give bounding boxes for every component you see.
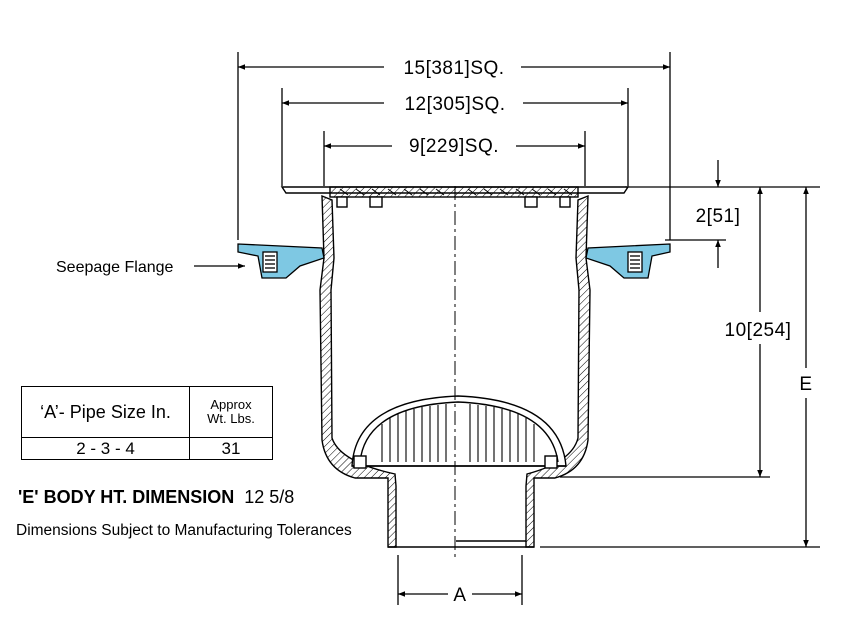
e-body-dimension: 'E' BODY HT. DIMENSION 12 5/8 [18,487,294,508]
body-height-label: 10[254] [725,320,792,341]
top-width-label: 12[305]SQ. [404,94,505,115]
dimension-overall-width [237,52,671,240]
seepage-flange-callout: Seepage Flange [56,259,174,276]
e-body-label: 'E' BODY HT. DIMENSION [18,487,235,507]
grate-width-label: 9[229]SQ. [409,136,499,157]
dome-slots [381,404,535,462]
e-dimension-label: E [799,374,812,395]
weight-header: Approx Wt. Lbs. [189,386,273,438]
spec-table: ‘A’- Pipe Size In. Approx Wt. Lbs. 2 - 3… [21,386,273,460]
dimension-top-width [281,88,629,186]
overall-width-label: 15[381]SQ. [403,58,504,79]
tolerance-note: Dimensions Subject to Manufacturing Tole… [16,522,352,539]
flange-height-label: 2[51] [696,206,741,227]
seepage-flange-right [585,243,671,279]
dimension-pipe-size [397,555,523,605]
pipe-size-header: ‘A’- Pipe Size In. [21,386,190,438]
pipe-size-label: A [453,585,466,606]
grate-teeth [339,188,573,196]
dimension-grate-width [323,131,586,186]
weight-header-line1: Approx [210,397,252,412]
seepage-flange-left [237,243,325,279]
weight-value: 31 [189,437,273,460]
e-body-value: 12 5/8 [244,487,295,507]
pipe-size-value: 2 - 3 - 4 [21,437,190,460]
dimension-vertical-lines [540,160,820,548]
weight-header-line2: Wt. Lbs. [207,411,255,426]
